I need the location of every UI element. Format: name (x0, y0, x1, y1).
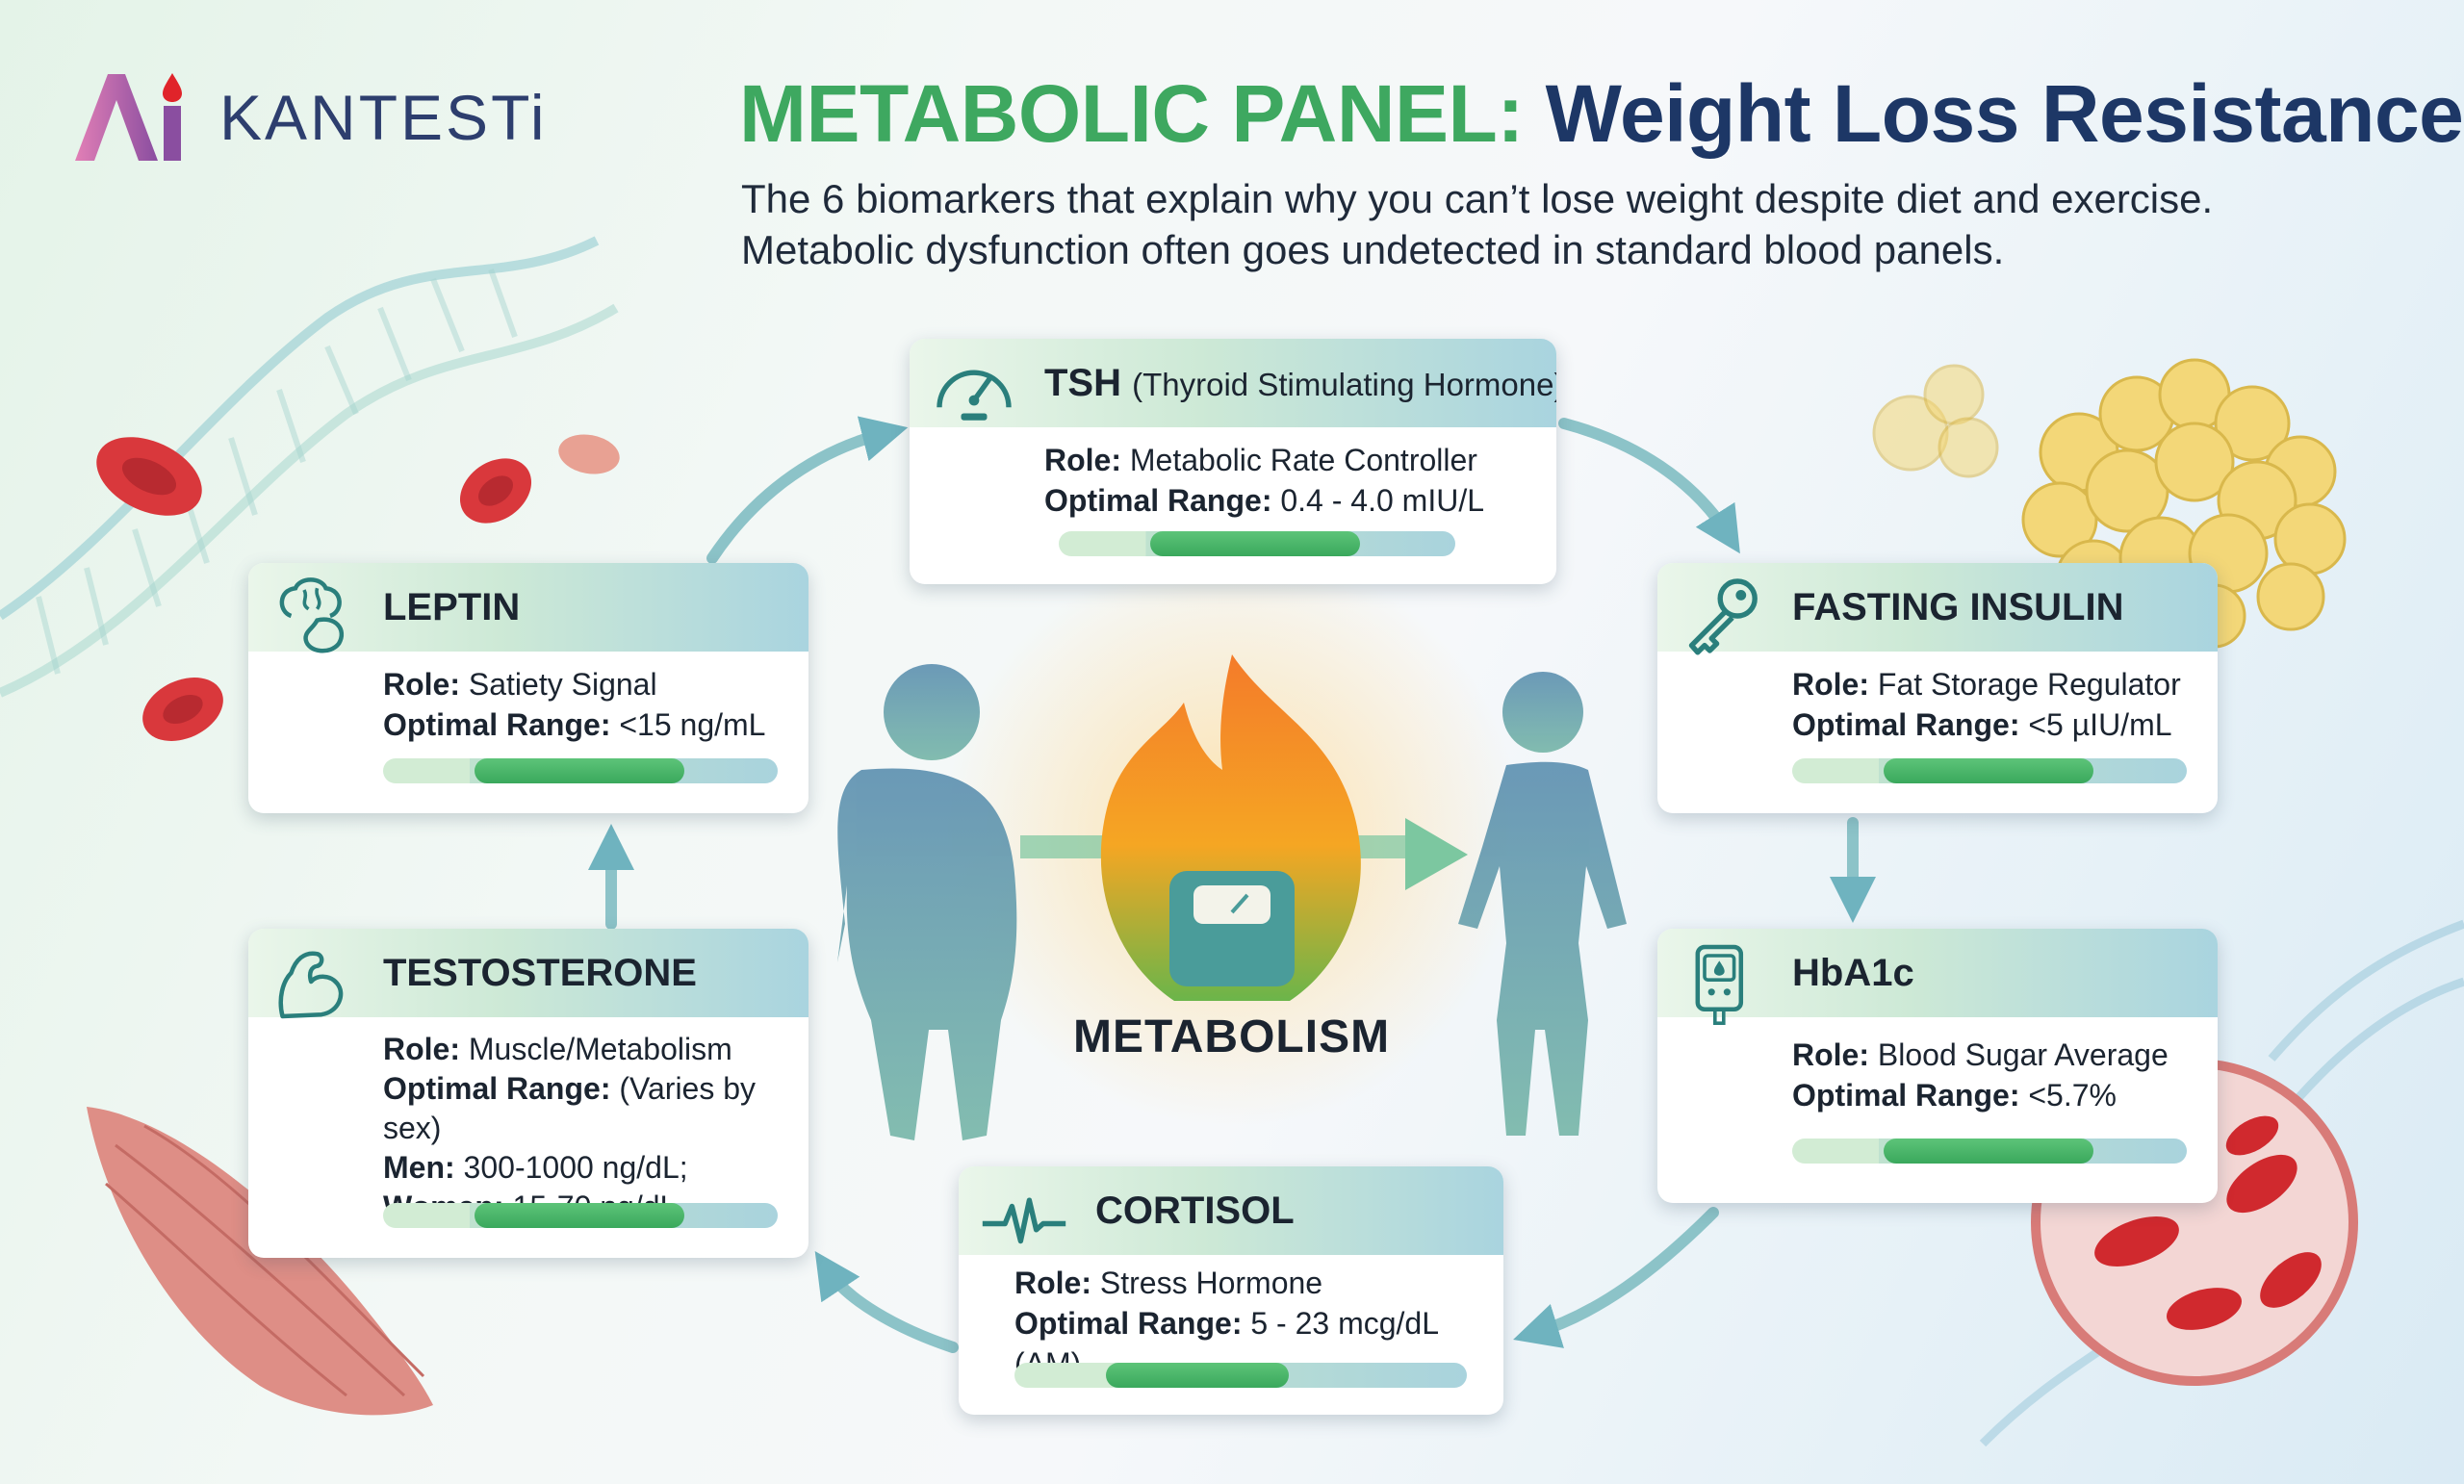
card-testosterone-header: TESTOSTERONE (248, 929, 808, 1019)
range-label: Optimal Range: (1792, 1078, 2020, 1113)
silhouette-before-icon (837, 664, 1017, 1140)
title-part-1: METABOLIC PANEL: (739, 68, 1524, 159)
role-label: Role: (383, 667, 460, 702)
gauge-icon (937, 370, 1012, 421)
arrow-tsh-to-insulin (1558, 418, 1740, 554)
card-testosterone-body: Role: Muscle/Metabolism Optimal Range: (… (383, 1030, 789, 1227)
tsh-range: 0.4 - 4.0 mIU/L (1280, 483, 1484, 518)
role-label: Role: (1044, 443, 1121, 477)
cortisol-range-bar (1014, 1363, 1467, 1388)
silhouette-after-icon (1458, 672, 1627, 1136)
pulse-wave-icon (982, 1197, 1066, 1244)
leptin-title: LEPTIN (383, 585, 521, 628)
title-part-2: Weight Loss Resistance (1545, 68, 2464, 159)
insulin-range-bar (1792, 758, 2187, 783)
flexed-arm-icon (278, 951, 344, 1019)
key-icon (1688, 578, 1758, 655)
role-label: Role: (1792, 667, 1869, 702)
brain-stomach-icon (279, 577, 345, 653)
range-label: Optimal Range: (383, 707, 611, 742)
leptin-range: <15 ng/mL (619, 707, 766, 742)
brand-logo: KANTESTi (67, 69, 548, 166)
card-hba1c: HbA1c Role: Blood Sugar Average Optimal … (1657, 929, 2218, 1203)
card-leptin: LEPTIN Role: Satiety Signal Optimal Rang… (248, 563, 808, 813)
tsh-name: TSH (1044, 361, 1121, 404)
insulin-range: <5 µIU/mL (2028, 707, 2172, 742)
hba1c-role: Blood Sugar Average (1877, 1037, 2169, 1072)
card-tsh-header: TSH (Thyroid Stimulating Hormone) (910, 339, 1556, 427)
tsh-full-name: (Thyroid Stimulating Hormone) (1132, 366, 1556, 402)
insulin-role: Fat Storage Regulator (1877, 667, 2181, 702)
card-leptin-header: LEPTIN (248, 563, 808, 653)
flame-icon (1100, 654, 1361, 1001)
range-label: Optimal Range: (1792, 707, 2020, 742)
card-cortisol: CORTISOL Role: Stress Hormone Optimal Ra… (959, 1166, 1503, 1415)
glucose-meter-icon (1695, 944, 1744, 1025)
arrow-leptin-to-tsh (706, 416, 909, 564)
arrow-cortisol-to-testosterone (814, 1251, 959, 1353)
testosterone-range-bar (383, 1203, 778, 1228)
card-leptin-body: Role: Satiety Signal Optimal Range: <15 … (383, 664, 789, 745)
role-label: Role: (1014, 1266, 1091, 1300)
card-insulin-body: Role: Fat Storage Regulator Optimal Rang… (1792, 664, 2198, 745)
scale-icon (1169, 871, 1295, 986)
card-tsh-title: TSH (Thyroid Stimulating Hormone) (1044, 362, 1556, 405)
hba1c-range: <5.7% (2028, 1078, 2117, 1113)
subtitle-line-1: The 6 biomarkers that explain why you ca… (741, 176, 2214, 221)
card-hba1c-body: Role: Blood Sugar Average Optimal Range:… (1792, 1035, 2198, 1115)
testosterone-range: (Varies by sex) (383, 1071, 757, 1145)
testosterone-range-bar-fill (475, 1203, 684, 1228)
card-testosterone: TESTOSTERONE Role: Muscle/Metabolism Opt… (248, 929, 808, 1258)
card-tsh-body: Role: Metabolic Rate Controller Optimal … (1044, 440, 1537, 521)
role-label: Role: (1792, 1037, 1869, 1072)
arrow-hba1c-to-cortisol (1513, 1207, 1719, 1348)
hba1c-title: HbA1c (1792, 951, 1914, 994)
card-cortisol-header: CORTISOL (959, 1166, 1503, 1255)
metabolism-label: METABOLISM (1073, 1011, 1391, 1062)
cortisol-role: Stress Hormone (1099, 1266, 1323, 1300)
role-label: Role: (383, 1032, 460, 1066)
kantesti-logo-icon (75, 73, 182, 161)
testosterone-men-range: 300-1000 ng/dL; (463, 1150, 688, 1185)
hba1c-range-bar-fill (1884, 1139, 2093, 1164)
tsh-range-bar-fill (1150, 531, 1360, 556)
subtitle-line-2: Metabolic dysfunction often goes undetec… (741, 227, 2005, 272)
range-label: Optimal Range: (1014, 1306, 1243, 1341)
men-label: Men: (383, 1150, 455, 1185)
card-fasting-insulin: FASTING INSULIN Role: Fat Storage Regula… (1657, 563, 2218, 813)
cortisol-range-bar-fill (1106, 1363, 1289, 1388)
hba1c-range-bar (1792, 1139, 2187, 1164)
card-hba1c-header: HbA1c (1657, 929, 2218, 1025)
range-label: Optimal Range: (383, 1071, 611, 1106)
leptin-range-bar-fill (475, 758, 684, 783)
page-title: METABOLIC PANEL: Weight Loss Resistance (739, 67, 2464, 161)
tsh-range-bar (1059, 531, 1455, 556)
tsh-role: Metabolic Rate Controller (1129, 443, 1477, 477)
card-tsh: TSH (Thyroid Stimulating Hormone) Role: … (910, 339, 1556, 584)
range-label: Optimal Range: (1044, 483, 1272, 518)
brand-name: KANTESTi (219, 82, 548, 153)
card-insulin-header: FASTING INSULIN (1657, 563, 2218, 655)
card-cortisol-body: Role: Stress Hormone Optimal Range: 5 - … (1014, 1263, 1484, 1384)
testosterone-role: Muscle/Metabolism (468, 1032, 732, 1066)
leptin-range-bar (383, 758, 778, 783)
testosterone-title: TESTOSTERONE (383, 951, 697, 994)
insulin-range-bar-fill (1884, 758, 2093, 783)
cortisol-title: CORTISOL (1095, 1189, 1295, 1232)
leptin-role: Satiety Signal (468, 667, 657, 702)
insulin-title: FASTING INSULIN (1792, 585, 2124, 628)
